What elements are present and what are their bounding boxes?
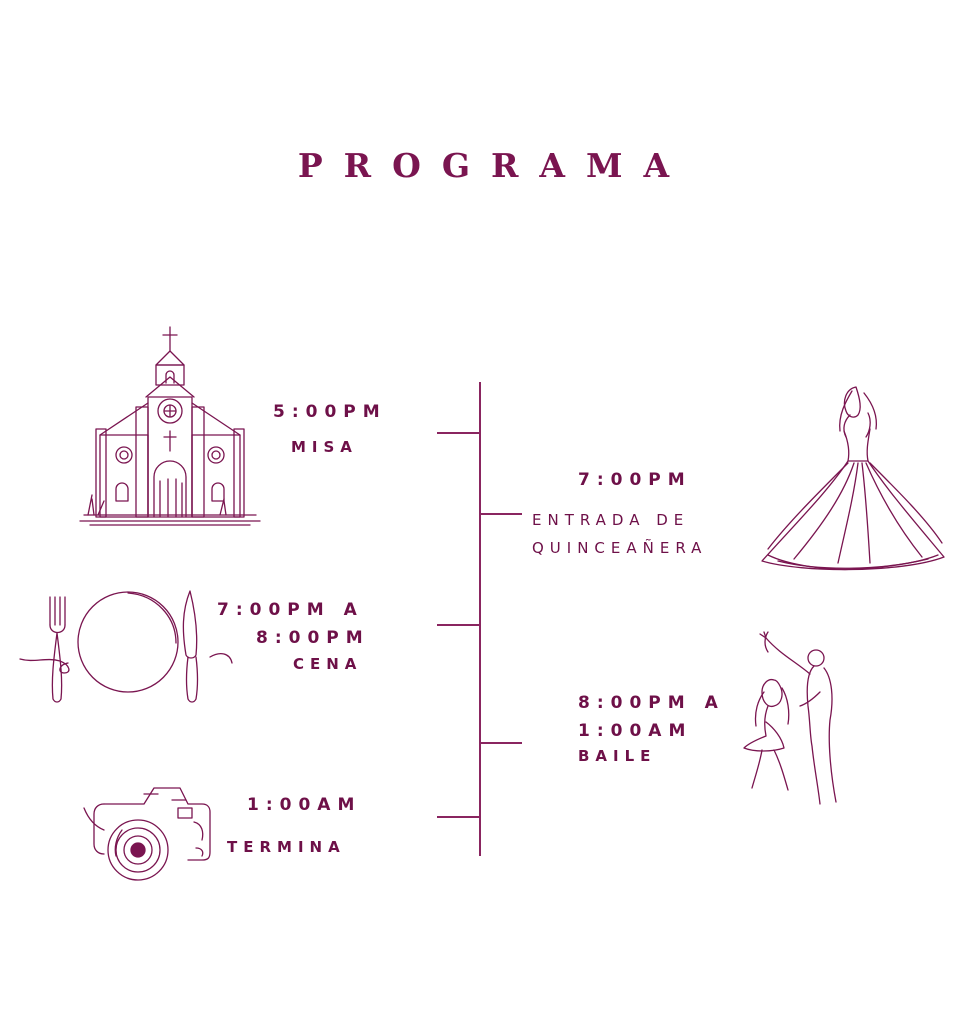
quinceanera-dress-icon xyxy=(761,386,945,571)
timeline-vertical-line xyxy=(479,382,481,856)
event-termina-label: TERMINA xyxy=(227,838,346,856)
event-termina-time: 1:00AM xyxy=(247,795,362,815)
event-entrada-label-line2: QUINCEAÑERA xyxy=(532,539,708,557)
event-misa-label: MISA xyxy=(291,438,358,456)
event-cena-time-line2: 8:00PM xyxy=(256,628,370,648)
event-entrada-label-line1: ENTRADA DE xyxy=(532,511,690,529)
camera-icon xyxy=(83,787,211,881)
event-misa-time: 5:00PM xyxy=(273,402,387,422)
timeline-branch-entrada xyxy=(480,513,522,515)
page-title: PROGRAMA xyxy=(297,146,691,185)
timeline-branch-termina xyxy=(437,816,480,818)
event-baile-time-line1: 8:00PM A xyxy=(578,693,725,713)
timeline-branch-misa xyxy=(437,432,480,434)
plate-fork-knife-icon xyxy=(19,590,233,703)
event-baile-time-line2: 1:00AM xyxy=(578,721,693,741)
event-entrada-time: 7:00PM xyxy=(578,470,692,490)
event-cena-label: CENA xyxy=(293,655,363,673)
timeline-branch-cena xyxy=(437,624,480,626)
event-baile-label: BAILE xyxy=(578,747,657,765)
church-icon xyxy=(79,326,261,526)
timeline-branch-baile xyxy=(480,742,522,744)
dancing-couple-icon xyxy=(743,631,837,805)
event-cena-time-line1: 7:00PM A xyxy=(217,600,364,620)
